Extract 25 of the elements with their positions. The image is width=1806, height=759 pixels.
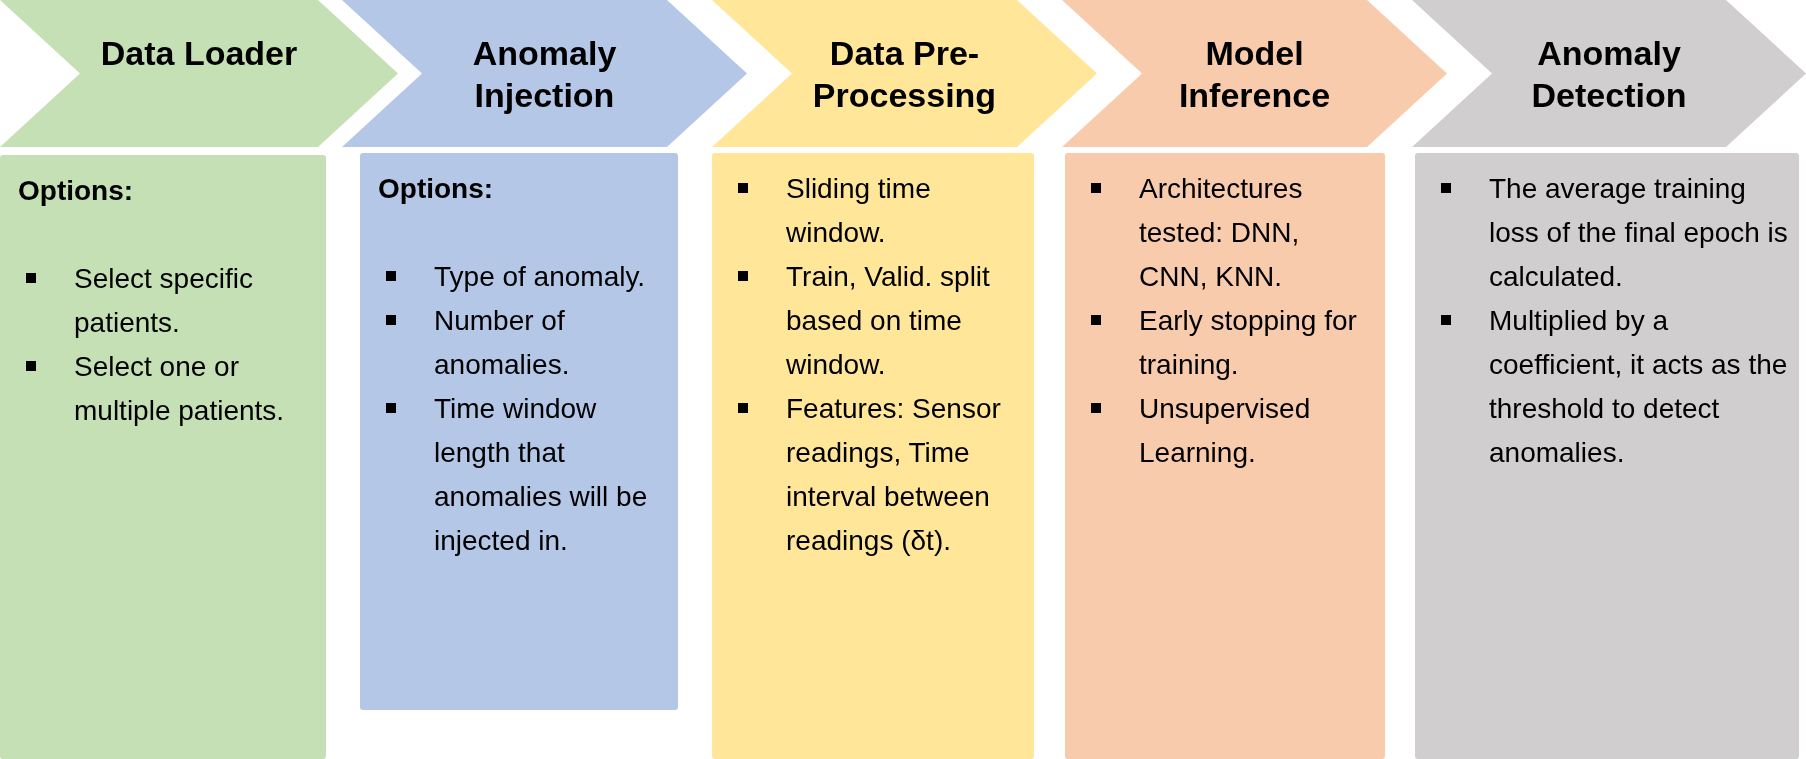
bullet-text: Sliding time window. bbox=[786, 173, 931, 248]
stage-panel bbox=[712, 153, 1034, 759]
stage-heading: Model Inference bbox=[1177, 32, 1332, 116]
bullet-text: Features: Sensor readings, Time interval between readings (δt). bbox=[786, 393, 1001, 556]
stage-heading: Anomaly Detection bbox=[1530, 32, 1688, 116]
bullet-text: Type of anomaly. bbox=[434, 261, 646, 292]
stage-panel bbox=[1065, 153, 1385, 759]
options-heading: Options: bbox=[18, 174, 135, 208]
bullet-text: Train, Valid. split based on time window. bbox=[786, 261, 990, 380]
bullet-text: Unsupervised Learning. bbox=[1139, 393, 1311, 468]
bullet-text: Select one or multiple patients. bbox=[74, 351, 285, 426]
stage-heading: Data Loader bbox=[99, 32, 299, 74]
stage-heading: Anomaly Injection bbox=[471, 32, 618, 116]
bullet-text: Early stopping for training. bbox=[1139, 305, 1357, 380]
stage-panel bbox=[0, 155, 326, 759]
options-heading: Options: bbox=[378, 172, 495, 206]
stage-panel bbox=[360, 153, 678, 710]
bullet-text: Multiplied by a coefficient, it acts as the threshold to detect anomalies. bbox=[1489, 305, 1788, 468]
stage-heading: Data Pre-Processing bbox=[811, 32, 998, 116]
bullet-text: The average training loss of the final epoch is calculated. bbox=[1489, 173, 1788, 292]
bullet-text: Number of anomalies. bbox=[434, 305, 570, 380]
bullet-text: Architectures tested: DNN, CNN, KNN. bbox=[1139, 173, 1303, 292]
bullet-text: Time window length that anomalies will be injected in. bbox=[434, 393, 648, 556]
bullet-text: Select specific patients. bbox=[74, 263, 253, 338]
stage-panel bbox=[1415, 153, 1799, 759]
